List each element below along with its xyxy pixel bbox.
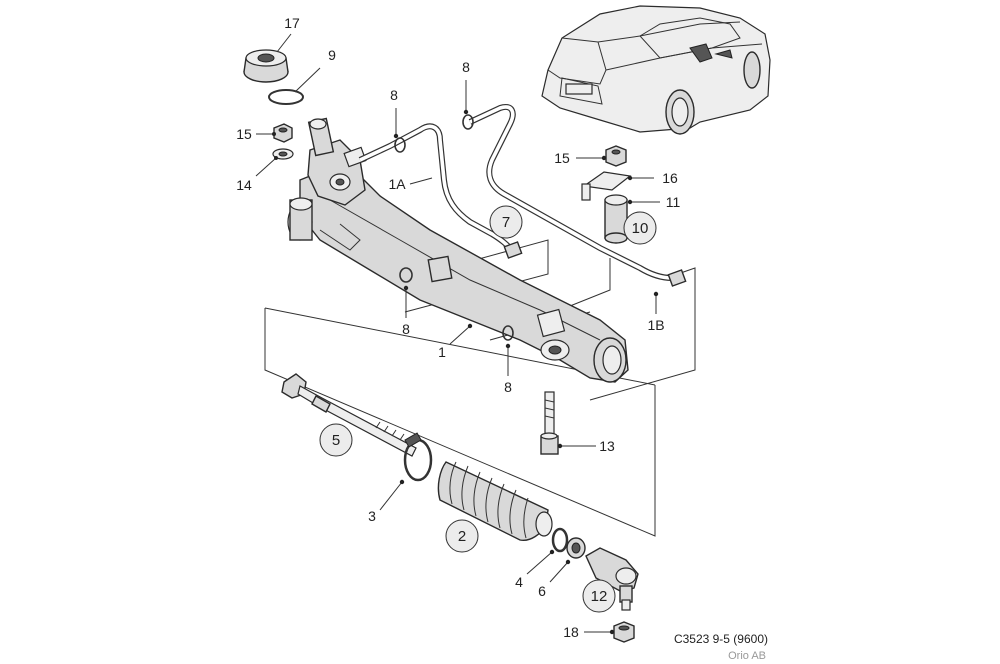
nut-15-left <box>273 123 293 143</box>
steering-rack-housing <box>287 167 629 383</box>
label-13: 13 <box>599 438 615 454</box>
circled-ref-10-text: 10 <box>632 220 649 237</box>
circled-ref-7: 7 <box>489 205 523 239</box>
circled-ref-7-text: 7 <box>502 214 510 231</box>
label-18: 18 <box>563 624 579 640</box>
tie-rod-end-12 <box>585 547 639 611</box>
o-ring-8-mid <box>399 267 413 283</box>
bolt-13 <box>540 391 559 455</box>
rubber-bellows-2 <box>437 461 553 541</box>
dust-cap-17 <box>243 49 289 83</box>
inner-tie-rod-5 <box>281 373 417 457</box>
nut-6 <box>566 537 586 559</box>
circled-ref-12-text: 12 <box>591 588 608 605</box>
washer-14 <box>272 148 294 160</box>
o-ring-8-lower <box>502 325 514 341</box>
diagram-code-caption: C3523 9-5 (9600) <box>674 632 768 646</box>
label-1B: 1B <box>647 317 664 333</box>
car-illustration <box>541 5 771 135</box>
pinion-valve-housing <box>307 117 367 206</box>
circled-ref-2-text: 2 <box>458 528 466 545</box>
label-16: 16 <box>662 170 678 186</box>
circled-ref-2: 2 <box>445 519 479 553</box>
nut-15-right <box>605 145 627 167</box>
label-8-lower: 8 <box>504 379 512 395</box>
return-hose-1B <box>468 104 687 287</box>
label-9: 9 <box>328 47 336 63</box>
label-8-top-left: 8 <box>390 87 398 103</box>
label-17: 17 <box>284 15 300 31</box>
label-1A: 1A <box>388 176 406 192</box>
circled-ref-5-text: 5 <box>332 432 340 449</box>
label-3: 3 <box>368 508 376 524</box>
leader-lines <box>255 33 660 635</box>
label-15-left: 15 <box>236 126 252 142</box>
o-ring-8-top-left <box>394 137 406 153</box>
rubber-bush-11 <box>604 194 628 244</box>
label-11: 11 <box>666 194 681 210</box>
o-ring-8-top-right <box>462 114 474 130</box>
o-ring-9 <box>268 89 304 105</box>
label-1: 1 <box>438 344 446 360</box>
label-8-mid: 8 <box>402 321 410 337</box>
nut-18 <box>613 621 635 643</box>
lock-ring-4 <box>551 527 569 553</box>
circled-ref-10: 10 <box>623 211 657 245</box>
circled-ref-12: 12 <box>582 579 616 613</box>
label-15-right: 15 <box>554 150 570 166</box>
label-6: 6 <box>538 583 546 599</box>
label-14: 14 <box>236 177 252 193</box>
circled-ref-5: 5 <box>319 423 353 457</box>
pressure-hose-1A <box>358 123 523 259</box>
label-4: 4 <box>515 574 523 590</box>
publisher-caption: Orio AB <box>728 650 766 662</box>
label-8-top-right: 8 <box>462 59 470 75</box>
hose-clamp-3 <box>403 432 433 482</box>
